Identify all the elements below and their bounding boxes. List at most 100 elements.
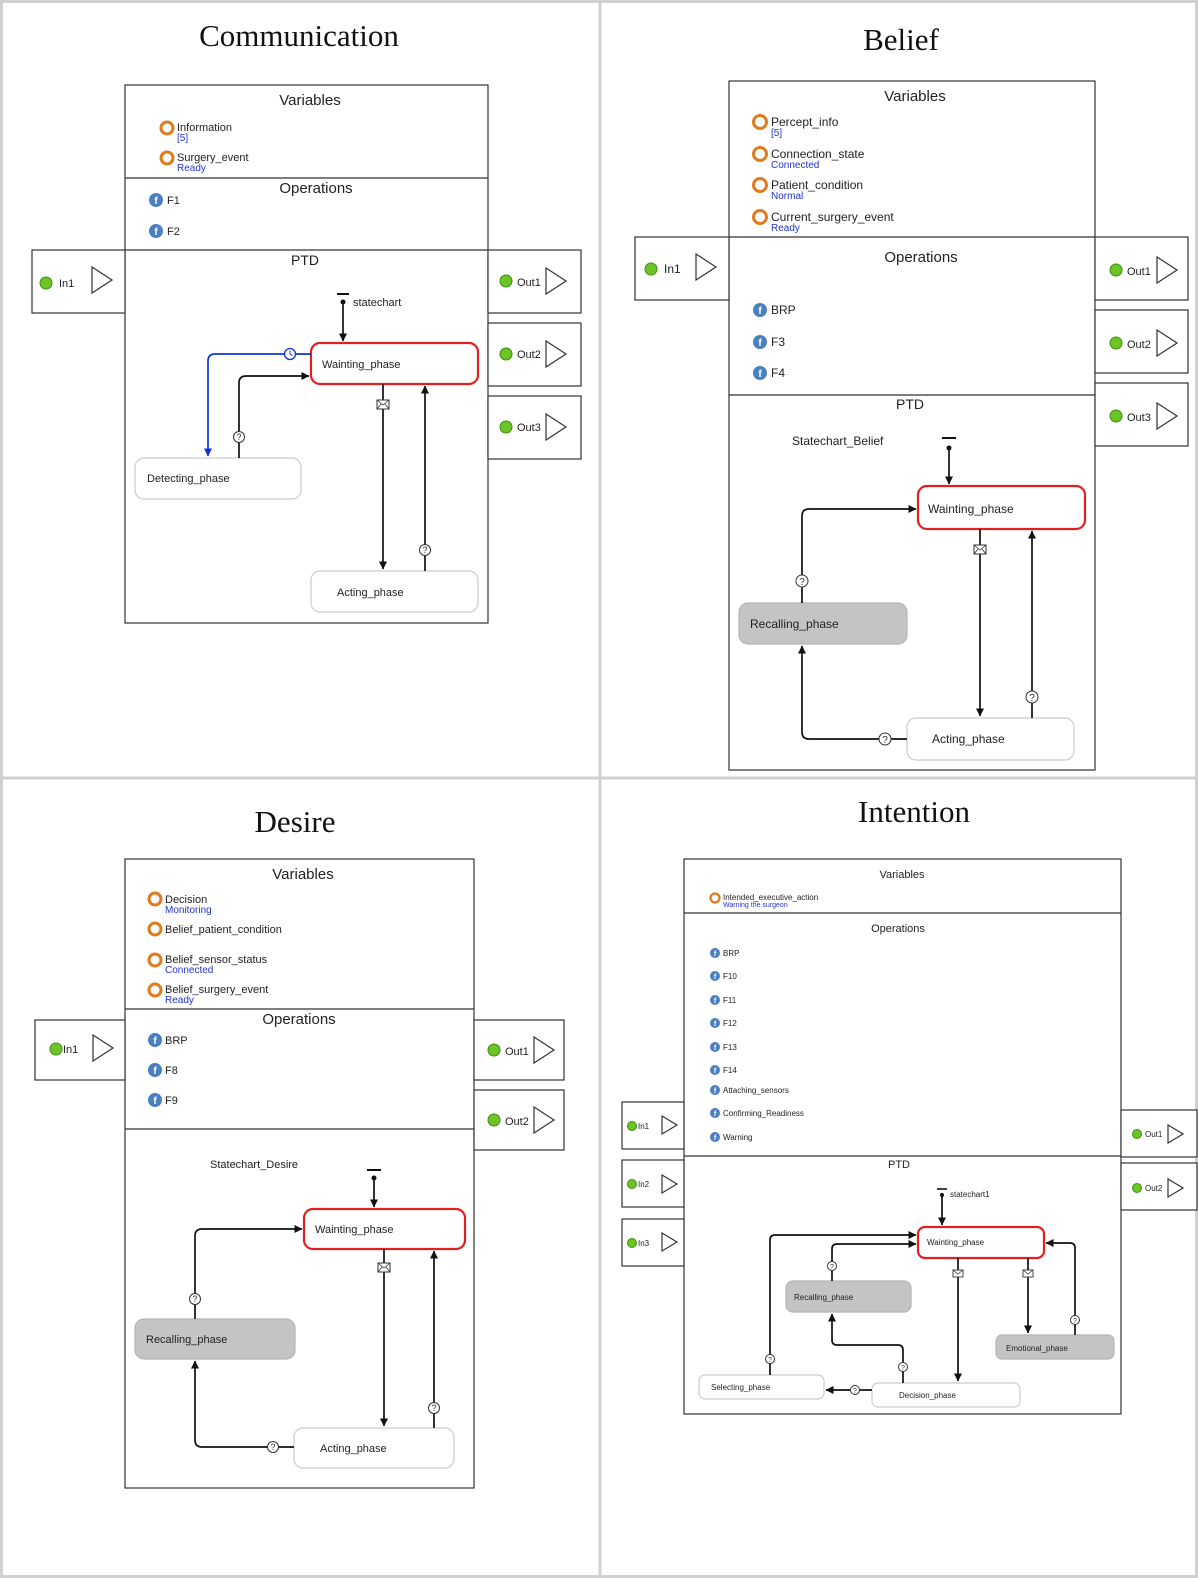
question-mark-icon: ? (267, 1441, 279, 1453)
variable-item[interactable]: Current_surgery_event Ready (752, 209, 895, 234)
state-selecting[interactable]: Selecting_phase (698, 1374, 825, 1400)
svg-text:f: f (154, 196, 158, 207)
port-label: Out1 (1127, 266, 1151, 278)
variable-ring-icon (147, 952, 163, 968)
operation-item[interactable]: f BRP (148, 1033, 188, 1047)
operation-item[interactable]: f F10 (710, 971, 737, 981)
in-port[interactable]: In1 (634, 236, 730, 301)
green-dot-icon (627, 1179, 637, 1189)
in-port[interactable]: In1 (621, 1101, 685, 1150)
operation-item[interactable]: f F8 (148, 1063, 178, 1077)
port-label: In3 (638, 1239, 650, 1248)
port-label: Out2 (1145, 1184, 1163, 1193)
port-label: In1 (63, 1044, 78, 1056)
out-port[interactable]: Out2 (487, 322, 582, 387)
svg-text:f: f (758, 338, 762, 349)
state-waiting[interactable]: Wainting_phase (916, 484, 1087, 531)
green-dot-icon (1109, 336, 1123, 350)
operation-item[interactable]: f F4 (753, 366, 785, 380)
svg-text:?: ? (1073, 1318, 1077, 1325)
operation-item[interactable]: f Confirming_Readiness (710, 1108, 804, 1118)
operation-item[interactable]: f F2 (149, 224, 180, 238)
variable-item[interactable]: Belief_patient_condition (147, 921, 282, 937)
question-mark-icon: ? (233, 431, 245, 443)
operation-item[interactable]: f BRP (710, 948, 739, 958)
svg-text:?: ? (236, 432, 241, 442)
variable-item[interactable]: Percept_info [5] (752, 114, 839, 139)
state-detecting[interactable]: Detecting_phase (134, 457, 302, 500)
operation-item[interactable]: f Attaching_sensors (710, 1085, 789, 1095)
function-f-icon (148, 1033, 162, 1047)
variable-item[interactable]: Belief_sensor_status Connected (147, 952, 268, 976)
port-label: Out3 (517, 422, 541, 434)
svg-text:f: f (758, 369, 762, 380)
out-port[interactable]: Out2 (473, 1089, 565, 1151)
state-waiting[interactable]: Wainting_phase (302, 1207, 467, 1251)
out-port[interactable]: Out2 (1094, 309, 1189, 374)
operation-item[interactable]: f F3 (753, 335, 785, 349)
state-label: Recalling_phase (750, 617, 839, 631)
state-acting[interactable]: Acting_phase (310, 570, 479, 613)
out-port[interactable]: Out3 (487, 395, 582, 460)
variable-name: Belief_patient_condition (165, 924, 282, 936)
out-port[interactable]: Out2 (1120, 1162, 1198, 1211)
operation-item[interactable]: f Warning (710, 1132, 753, 1142)
state-waiting[interactable]: Wainting_phase (916, 1225, 1046, 1260)
variable-ring-icon (147, 982, 163, 998)
triangle-arrow-icon (1156, 401, 1179, 431)
out-port[interactable]: Out1 (473, 1019, 565, 1081)
transition (238, 372, 310, 458)
variable-item[interactable]: Connection_state Connected (752, 146, 865, 171)
variable-item[interactable]: Surgery_event Ready (159, 150, 249, 174)
in-port[interactable]: In1 (34, 1019, 126, 1081)
operation-item[interactable]: f F1 (149, 193, 180, 207)
operations-header: Operations (884, 249, 957, 266)
operation-item[interactable]: f F11 (710, 995, 737, 1005)
variable-name: Percept_info (771, 115, 839, 129)
svg-text:?: ? (799, 577, 805, 588)
triangle-arrow-icon (1156, 255, 1179, 285)
variable-item[interactable]: Belief_surgery_event Ready (147, 982, 268, 1006)
operation-item[interactable]: f F14 (710, 1065, 737, 1075)
question-mark-icon: ? (1070, 1315, 1080, 1325)
variable-item[interactable]: Patient_condition Normal (752, 177, 864, 202)
in-port[interactable]: In3 (621, 1218, 685, 1267)
state-acting[interactable]: Acting_phase (906, 717, 1075, 761)
function-f-icon (710, 1042, 720, 1052)
variable-item[interactable]: Intended_executive_action Warning the su… (709, 892, 819, 909)
triangle-arrow-icon (91, 265, 114, 295)
panel-intention: Intention Variables Operations PTD Inten… (621, 794, 1198, 1415)
operation-label: F11 (723, 996, 737, 1005)
operation-item[interactable]: f F9 (148, 1093, 178, 1107)
state-recalling[interactable]: Recalling_phase (134, 1318, 296, 1360)
out-port[interactable]: Out1 (1094, 236, 1189, 301)
green-dot-icon (644, 262, 658, 276)
operation-item[interactable]: f F12 (710, 1018, 737, 1028)
out-port[interactable]: Out3 (1094, 382, 1189, 447)
variable-item[interactable]: Information [5] (159, 120, 232, 144)
variable-item[interactable]: Decision Monitoring (147, 891, 212, 916)
operation-item[interactable]: f BRP (753, 303, 796, 317)
question-mark-icon: ? (850, 1385, 860, 1395)
triangle-arrow-icon (1167, 1177, 1185, 1199)
panel-title: Desire (255, 804, 336, 839)
in-port[interactable]: In2 (621, 1159, 685, 1208)
question-mark-icon: ? (898, 1362, 908, 1372)
variables-header: Variables (272, 866, 333, 883)
operation-item[interactable]: f F13 (710, 1042, 737, 1052)
transition (194, 1225, 303, 1319)
state-emotional[interactable]: Emotional_phase (995, 1334, 1115, 1360)
state-recalling[interactable]: Recalling_phase (738, 602, 908, 645)
svg-text:f: f (714, 1021, 717, 1028)
variable-name: Intended_executive_action (723, 893, 818, 902)
variable-name: Current_surgery_event (771, 210, 894, 224)
function-f-icon (710, 995, 720, 1005)
green-dot-icon (627, 1121, 637, 1131)
in-port[interactable]: In1 (31, 249, 126, 314)
out-port[interactable]: Out1 (1120, 1109, 1198, 1158)
state-acting[interactable]: Acting_phase (293, 1427, 455, 1469)
state-recalling[interactable]: Recalling_phase (785, 1280, 912, 1313)
state-decision[interactable]: Decision_phase (871, 1382, 1021, 1408)
state-waiting[interactable]: Wainting_phase (309, 341, 480, 386)
out-port[interactable]: Out1 (487, 249, 582, 314)
